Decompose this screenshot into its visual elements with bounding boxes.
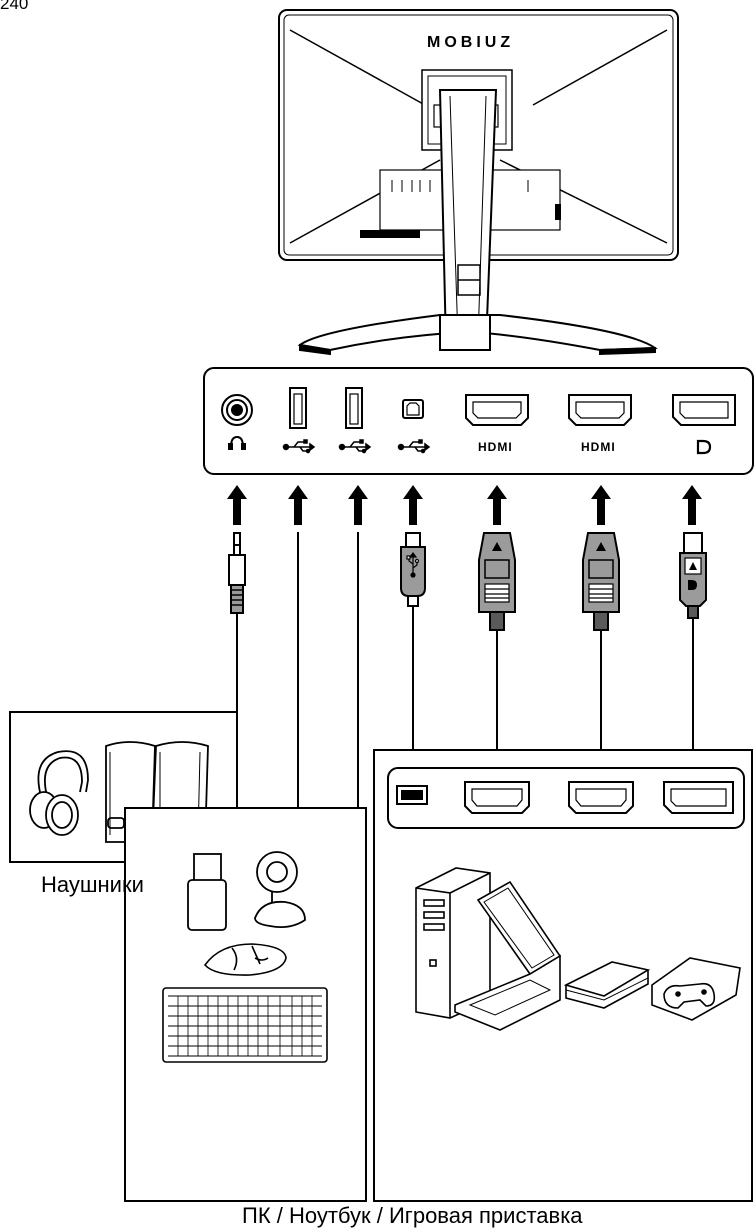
computer-devices-box bbox=[373, 749, 753, 1202]
usb-b-port[interactable] bbox=[402, 399, 424, 419]
audio-cable bbox=[228, 532, 246, 712]
arrows-up bbox=[227, 485, 702, 525]
hdmi-label-2: HDMI bbox=[581, 440, 616, 454]
game-console-icon bbox=[563, 961, 651, 1009]
source-displayport-port bbox=[663, 781, 734, 814]
port-panel bbox=[203, 367, 754, 475]
hdmi-label-1: HDMI bbox=[478, 440, 513, 454]
monitor-back bbox=[278, 9, 679, 356]
displayport-port[interactable] bbox=[672, 394, 736, 426]
hdmi-port-2[interactable] bbox=[568, 394, 632, 426]
headphones-label: Наушники bbox=[41, 872, 144, 897]
keyboard-icon bbox=[162, 987, 328, 1063]
source-usb-port bbox=[396, 785, 428, 805]
gamepad-icon bbox=[651, 957, 741, 1021]
usb-a-port-2[interactable] bbox=[345, 387, 363, 429]
pc-laptop-console-label: ПК / Ноутбук / Игровая приставка bbox=[242, 1203, 583, 1228]
headphone-icon bbox=[228, 435, 246, 450]
brand-logo: MOBIUZ bbox=[427, 34, 515, 51]
usb-peripherals-box bbox=[124, 807, 367, 1202]
displayport-icon bbox=[696, 439, 712, 455]
hdmi-port-1[interactable] bbox=[465, 394, 529, 426]
webcam-icon bbox=[254, 851, 306, 929]
mouse-icon bbox=[203, 943, 287, 976]
flash-drive-icon bbox=[187, 853, 227, 931]
pc-tower-icon bbox=[415, 867, 491, 1019]
headphones-icon bbox=[29, 750, 89, 836]
headphone-jack[interactable] bbox=[221, 394, 253, 426]
usb-a-port-1[interactable] bbox=[289, 387, 307, 429]
source-hdmi-port-2 bbox=[568, 781, 634, 814]
audio-devices-box bbox=[9, 711, 238, 863]
usb-icon bbox=[282, 439, 431, 454]
laptop-icon bbox=[454, 880, 562, 1031]
source-hdmi-port-1 bbox=[464, 781, 530, 814]
page-number: 240 bbox=[0, 0, 29, 13]
